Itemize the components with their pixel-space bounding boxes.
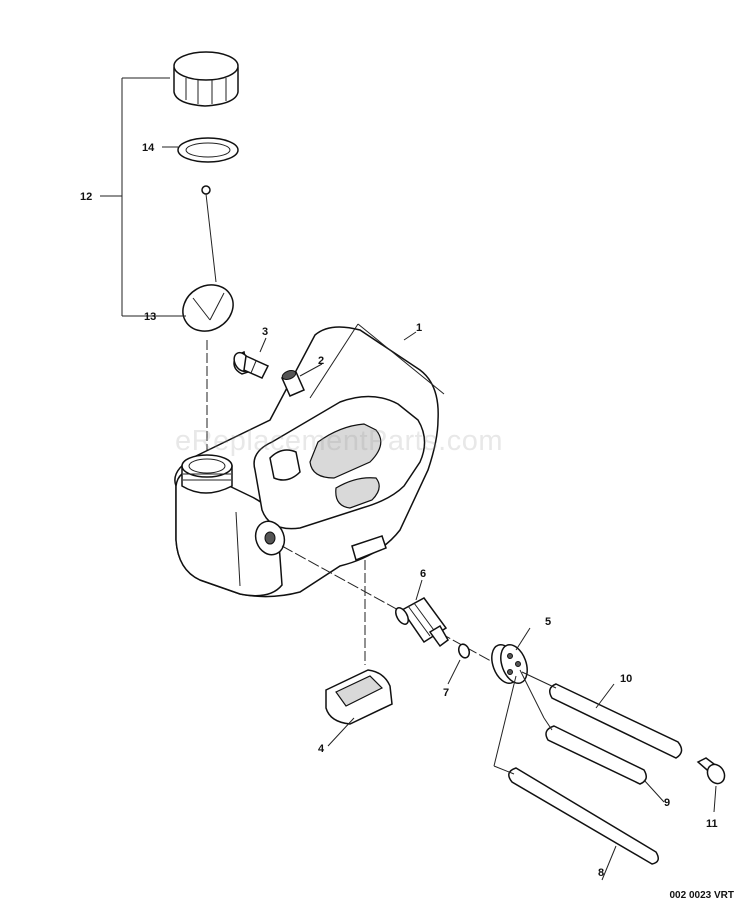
fuel-tank: [174, 326, 439, 598]
callout-12: 12: [80, 191, 92, 203]
gasket: [177, 137, 239, 163]
callout-11: 11: [706, 818, 718, 830]
callout-3: 3: [262, 326, 268, 338]
bolt: [233, 350, 270, 379]
callout-13: 13: [144, 311, 156, 323]
callout-9: 9: [664, 797, 670, 809]
callout-4: 4: [318, 743, 325, 755]
callout-7: 7: [443, 687, 449, 699]
callout-10: 10: [620, 673, 632, 685]
callout-5: 5: [545, 616, 551, 628]
hose-fitting: [696, 757, 726, 785]
callout-bracket-12: [100, 77, 186, 317]
callout-labels: 1 2 3 4 5 6 7 8 9 10 11 12 13 14: [80, 142, 718, 879]
cap-strainer: [182, 185, 234, 332]
callout-bracket-1: [309, 323, 445, 399]
callout-8: 8: [598, 867, 604, 879]
callout-1: 1: [416, 322, 422, 334]
fuel-cap: [173, 51, 239, 107]
fuel-hose-8: [508, 767, 659, 865]
callout-2: 2: [318, 355, 324, 367]
callout-14: 14: [142, 142, 155, 154]
callout-6: 6: [420, 568, 426, 580]
sleeve: [281, 370, 305, 397]
fuel-hose-10: [549, 683, 683, 759]
rubber-plug: [325, 669, 393, 725]
drawing-code: 002 0023 VRT: [669, 890, 735, 901]
fuel-filter: [395, 597, 449, 648]
fuel-hose-9: [545, 725, 647, 785]
leader-lines: [259, 337, 717, 881]
o-ring: [457, 643, 471, 659]
grommet: [491, 644, 528, 684]
watermark: eReplacementParts.com: [175, 425, 504, 457]
hose-connection-lines: [493, 669, 557, 775]
